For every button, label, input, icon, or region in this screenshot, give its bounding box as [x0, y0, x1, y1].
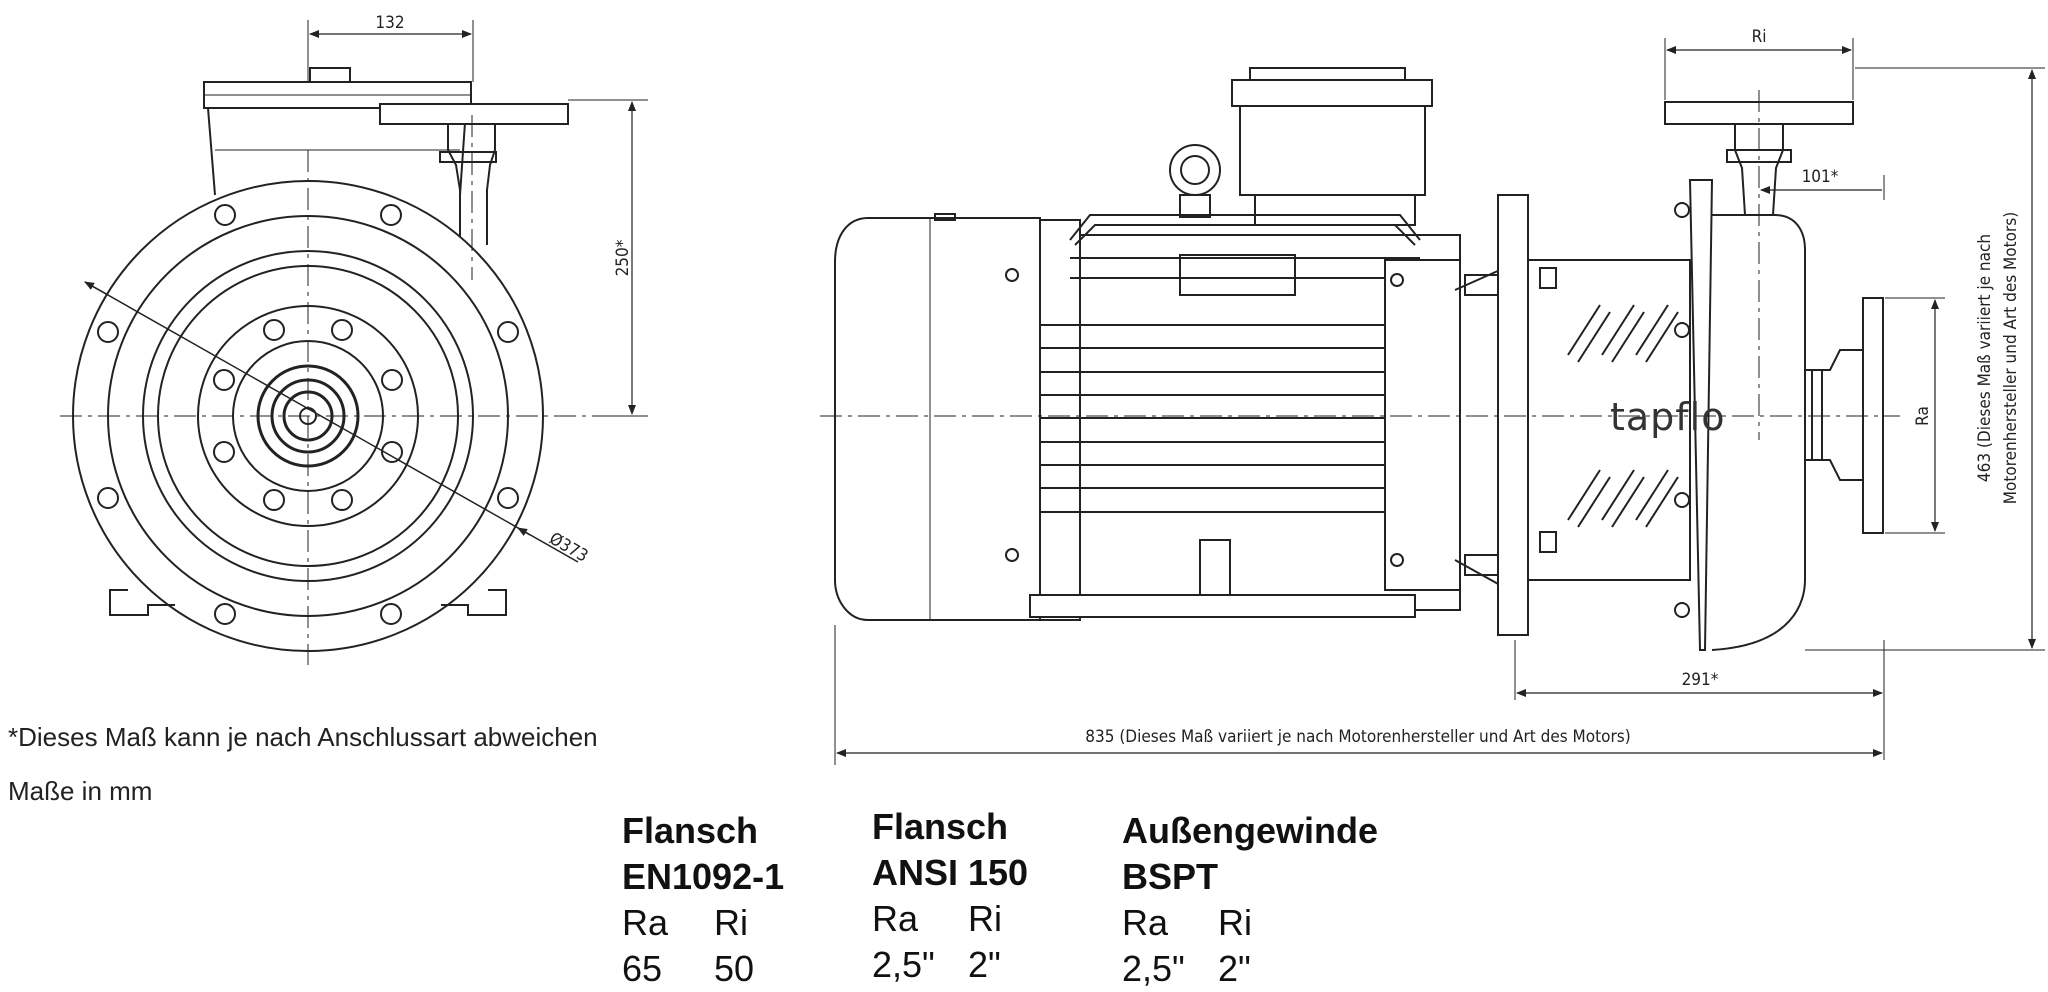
value-ra: 65 [622, 948, 663, 989]
brand-logo: tapflo [1610, 395, 1726, 439]
table-bspt: Außengewinde BSPT Ra Ri 2,5" 2" [1122, 808, 1378, 992]
dim-132: 132 [375, 13, 404, 33]
dim-diameter-373: Ø373 [546, 529, 592, 567]
dim-463-line1: 463 (Dieses Maß variiert je nach [1975, 234, 1995, 482]
table-value-row: 2,5" 2" [872, 942, 1028, 988]
table-title-line1: Außengewinde [1122, 810, 1379, 851]
value-ri: 2" [1218, 948, 1251, 989]
col-ra: Ra [1122, 902, 1169, 943]
col-ri: Ri [1218, 902, 1252, 943]
dim-ra-side: Ra [1913, 406, 1933, 426]
value-ra: 2,5" [1122, 948, 1185, 989]
table-title-line2: EN1092-1 [622, 856, 785, 897]
front-view [60, 20, 648, 665]
col-ri: Ri [714, 902, 748, 943]
asterisk-note: *Dieses Maß kann je nach Anschlussart ab… [8, 722, 598, 752]
dim-463-line2: Motorenhersteller und Art des Motors) [2001, 212, 2021, 504]
units-note: Maße in mm [8, 776, 153, 806]
value-ri: 2" [968, 944, 1001, 985]
side-view [820, 38, 2045, 765]
value-ra: 2,5" [872, 944, 935, 985]
table-title-line1: Flansch [872, 806, 1009, 847]
dim-835: 835 (Dieses Maß variiert je nach Motoren… [1085, 727, 1630, 747]
col-ra: Ra [872, 898, 919, 939]
col-ra: Ra [622, 902, 669, 943]
table-header-row: Ra Ri [622, 900, 784, 946]
value-ri: 50 [714, 948, 755, 989]
table-en1092: Flansch EN1092-1 Ra Ri 65 50 [622, 808, 784, 992]
dim-ri-top: Ri [1752, 27, 1767, 47]
dim-250: 250* [613, 239, 633, 276]
table-title-line2: BSPT [1122, 856, 1219, 897]
dim-291: 291* [1682, 670, 1719, 690]
col-ri: Ri [968, 898, 1002, 939]
table-header-row: Ra Ri [1122, 900, 1378, 946]
table-title-line1: Flansch [622, 810, 759, 851]
table-title-line2: ANSI 150 [872, 852, 1029, 893]
table-ansi150: Flansch ANSI 150 Ra Ri 2,5" 2" [872, 804, 1028, 988]
table-value-row: 65 50 [622, 946, 784, 992]
table-header-row: Ra Ri [872, 896, 1028, 942]
dim-101: 101* [1802, 167, 1839, 187]
table-value-row: 2,5" 2" [1122, 946, 1378, 992]
